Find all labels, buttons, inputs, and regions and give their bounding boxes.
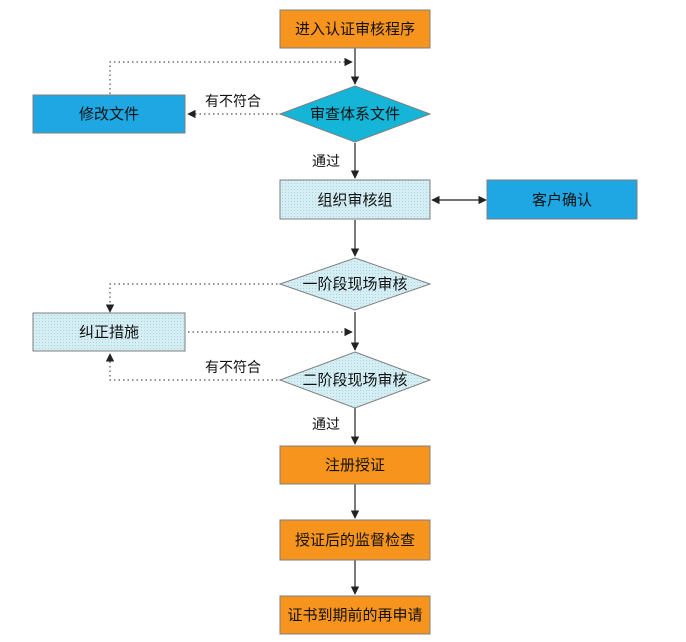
node-organize-team: 组织审核组 bbox=[279, 179, 431, 220]
node-reapply: 证书到期前的再申请 bbox=[279, 595, 431, 635]
node-stage1-audit: 一阶段现场审核 bbox=[278, 257, 432, 311]
label-nonconform-2: 有不符合 bbox=[205, 360, 261, 376]
node-stage1-audit-label: 一阶段现场审核 bbox=[302, 275, 407, 293]
node-review-docs-label: 审查体系文件 bbox=[310, 105, 400, 123]
label-pass-1: 通过 bbox=[312, 154, 340, 170]
node-enter-label: 进入认证审核程序 bbox=[295, 20, 415, 38]
edge-modify-return bbox=[109, 57, 353, 94]
node-reapply-label: 证书到期前的再申请 bbox=[287, 606, 422, 624]
node-modify-docs-label: 修改文件 bbox=[79, 105, 139, 123]
connectors bbox=[350, 48, 487, 595]
dotted-connectors bbox=[105, 57, 353, 381]
node-enter: 进入认证审核程序 bbox=[279, 9, 431, 49]
node-customer-confirm: 客户确认 bbox=[486, 179, 638, 220]
node-register-certify: 注册授证 bbox=[279, 445, 431, 485]
node-stage2-audit-label: 二阶段现场审核 bbox=[302, 371, 407, 389]
node-surveillance-label: 授证后的监督检查 bbox=[295, 531, 415, 549]
node-review-docs: 审查体系文件 bbox=[278, 85, 432, 143]
node-stage2-audit: 二阶段现场审核 bbox=[278, 351, 432, 409]
node-surveillance: 授证后的监督检查 bbox=[279, 519, 431, 561]
edge-stage2-corrective bbox=[105, 353, 282, 381]
node-register-certify-label: 注册授证 bbox=[325, 456, 385, 474]
label-pass-2: 通过 bbox=[312, 417, 340, 433]
node-organize-team-label: 组织审核组 bbox=[317, 191, 392, 209]
label-nonconform-1: 有不符合 bbox=[205, 94, 261, 110]
node-customer-confirm-label: 客户确认 bbox=[532, 191, 592, 209]
node-corrective-action-label: 纠正措施 bbox=[79, 323, 139, 341]
node-corrective-action: 纠正措施 bbox=[32, 312, 186, 352]
node-modify-docs: 修改文件 bbox=[32, 94, 186, 134]
edge-stage1-corrective bbox=[105, 283, 282, 313]
